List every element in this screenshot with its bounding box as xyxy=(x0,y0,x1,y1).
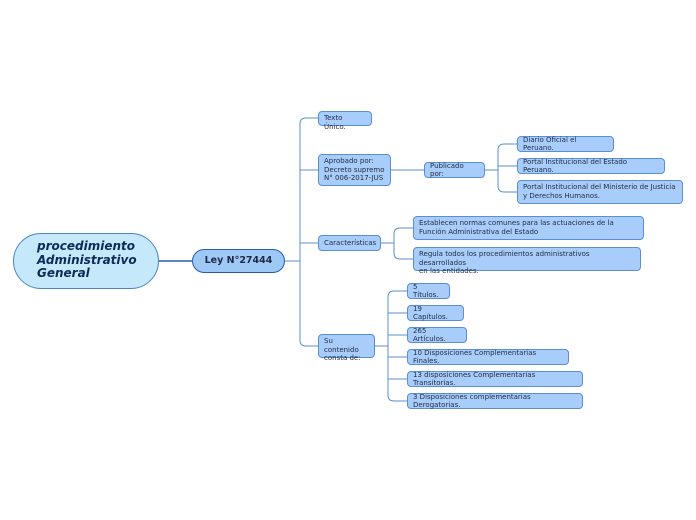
topic-publicado-por[interactable]: Publicado por: xyxy=(424,162,485,178)
topic-portal-estado[interactable]: Portal Institucional del Estado Peruano. xyxy=(517,158,665,174)
topic-disposiciones-transitorias[interactable]: 13 disposiciones Complementarias Transit… xyxy=(407,371,583,387)
topic-portal-ministerio[interactable]: Portal Institucional del Ministerio de J… xyxy=(517,180,683,204)
topic-disposiciones-finales[interactable]: 10 Disposiciones Complementarias Finales… xyxy=(407,349,569,365)
topic-disposiciones-derogatorias[interactable]: 3 Disposiciones complementarias Derogato… xyxy=(407,393,583,409)
root-topic[interactable]: procedimiento Administrativo General xyxy=(13,233,159,289)
main-topic-ley[interactable]: Ley N°27444 xyxy=(192,249,285,273)
topic-capitulos[interactable]: 19 Capítulos. xyxy=(407,305,464,321)
topic-aprobado-por[interactable]: Aprobado por: Decreto supremo N° 006-201… xyxy=(318,154,391,186)
topic-diario-oficial[interactable]: Diario Oficial el Peruano. xyxy=(517,136,614,152)
topic-regula-procedimientos[interactable]: Regula todos los procedimientos administ… xyxy=(413,247,641,275)
topic-caracteristicas[interactable]: Características xyxy=(318,235,381,251)
topic-establecen-normas[interactable]: Establecen normas comunes para las actua… xyxy=(413,216,644,240)
topic-texto-unico[interactable]: Texto Único. xyxy=(318,111,372,131)
topic-articulos[interactable]: 265 Artículos. xyxy=(407,327,467,343)
topic-su-contenido[interactable]: Su contenido consta de: xyxy=(318,334,375,362)
topic-titulos[interactable]: 5 Títulos. xyxy=(407,283,450,299)
